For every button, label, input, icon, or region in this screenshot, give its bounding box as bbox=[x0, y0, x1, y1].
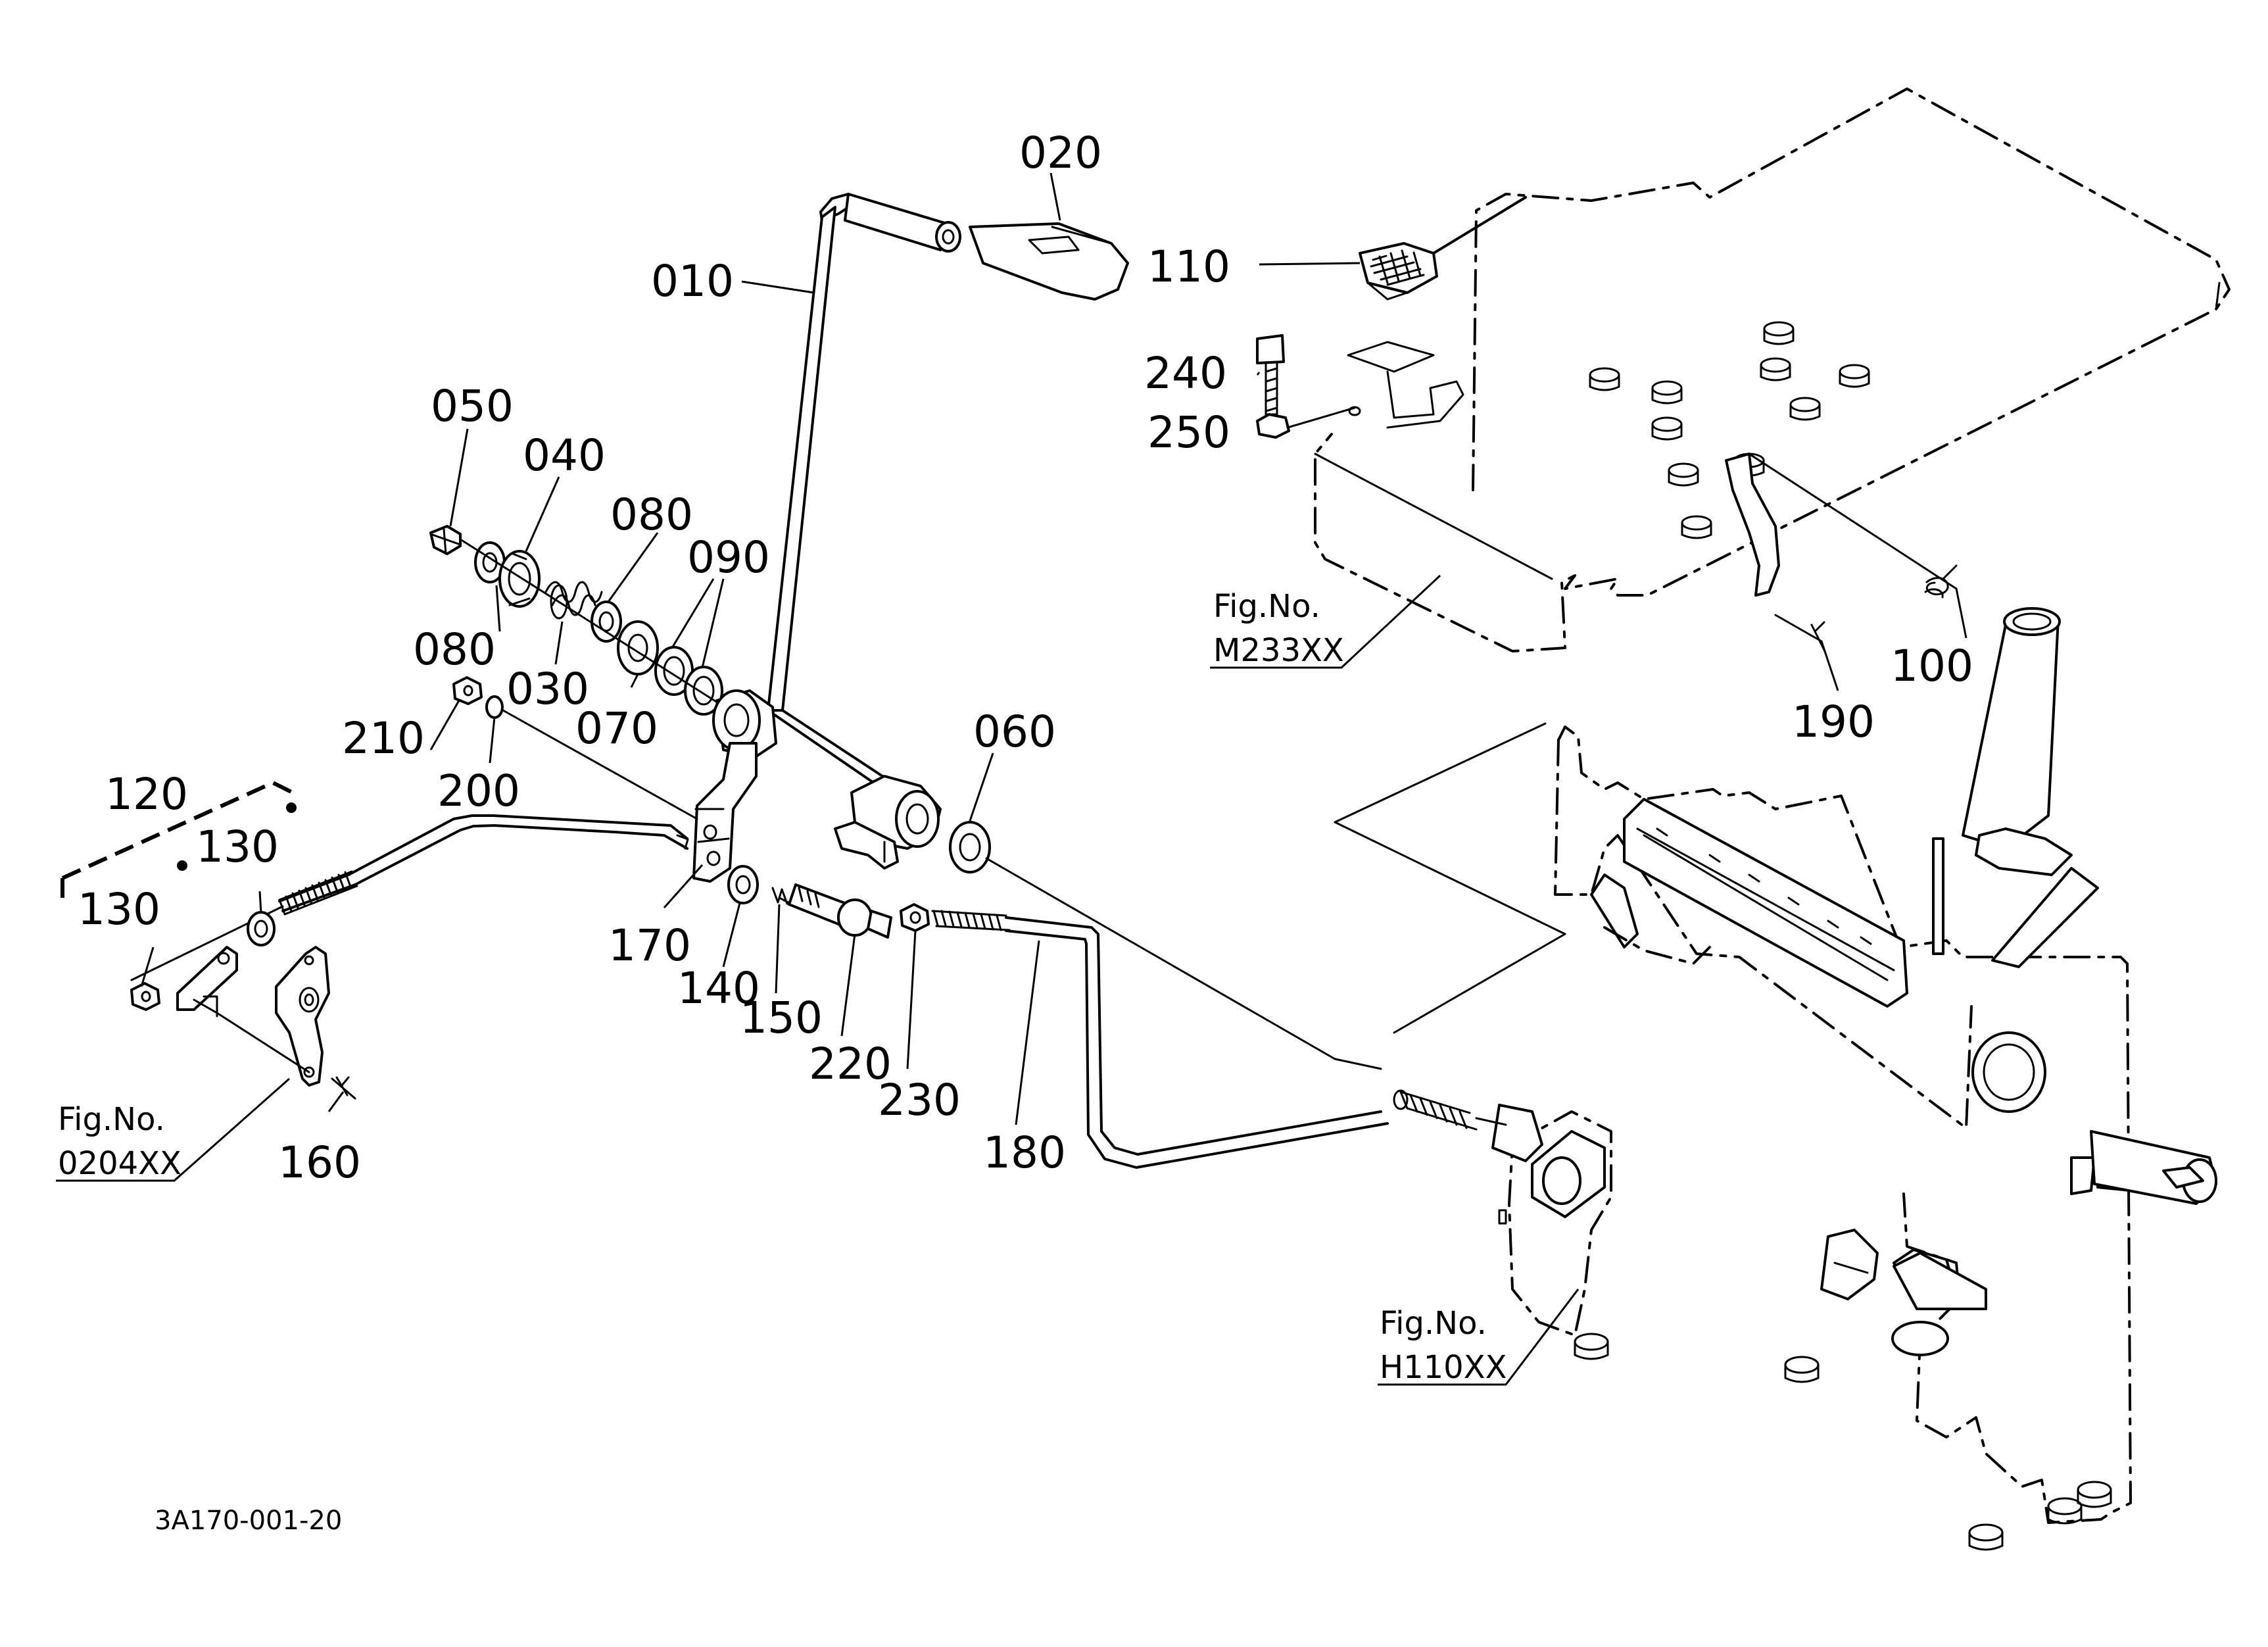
washer-stack-drawing bbox=[429, 525, 731, 716]
lever-plate-drawing bbox=[216, 946, 356, 1100]
part-label-240: 240 bbox=[1144, 348, 1227, 399]
part-label-190: 190 bbox=[1792, 697, 1875, 747]
part-label-060: 060 bbox=[973, 706, 1056, 757]
spring-lever-drawing bbox=[1725, 453, 1958, 652]
part-label-030: 030 bbox=[506, 664, 589, 714]
part-label-020: 020 bbox=[1019, 128, 1102, 178]
part-label-160: 160 bbox=[278, 1137, 361, 1188]
figure-references: Fig.No. M233XX Fig.No. 0204XX Fig.No. H1… bbox=[58, 588, 1507, 1386]
fig-ref-h110-code: H110XX bbox=[1380, 1349, 1507, 1386]
part-label-050: 050 bbox=[431, 381, 514, 431]
part-label-170: 170 bbox=[608, 920, 691, 971]
control-rod-drawing bbox=[60, 780, 689, 1018]
part-label-110: 110 bbox=[1147, 241, 1230, 292]
part-label-040: 040 bbox=[523, 430, 606, 481]
part-label-150: 150 bbox=[740, 993, 823, 1043]
part-label-180: 180 bbox=[983, 1127, 1066, 1178]
drawing-code: 3A170-001-20 bbox=[155, 1506, 342, 1536]
part-label-090: 090 bbox=[687, 532, 770, 583]
nut-washer-drawing bbox=[452, 676, 698, 820]
part-label-100: 100 bbox=[1891, 641, 1973, 691]
part-label-130-lower: 130 bbox=[78, 884, 160, 935]
pedal-pad-drawing bbox=[1359, 196, 1527, 301]
lever-bracket-drawing bbox=[692, 689, 777, 883]
linkage-rod-drawing bbox=[727, 865, 1389, 1169]
part-label-220: 220 bbox=[809, 1039, 892, 1089]
fig-ref-m233-code: M233XX bbox=[1213, 632, 1344, 669]
part-label-250: 250 bbox=[1147, 407, 1230, 458]
bolt-drawing bbox=[1256, 334, 1356, 439]
part-label-080-upper: 080 bbox=[610, 489, 693, 540]
part-label-140: 140 bbox=[677, 963, 760, 1014]
fig-ref-h110-prefix: Fig.No. bbox=[1380, 1305, 1487, 1342]
part-label-080-lower: 080 bbox=[413, 624, 496, 675]
part-label-210: 210 bbox=[342, 713, 425, 764]
part-label-200: 200 bbox=[437, 766, 520, 816]
fig-ref-m233-prefix: Fig.No. bbox=[1213, 588, 1320, 625]
part-label-070: 070 bbox=[575, 703, 658, 754]
main-lever-drawing bbox=[767, 193, 1129, 800]
frame-drawing bbox=[1334, 607, 2217, 1551]
part-label-230: 230 bbox=[878, 1075, 961, 1125]
fig-ref-0204-code: 0204XX bbox=[58, 1145, 181, 1182]
pivot-holder-drawing bbox=[834, 775, 1382, 1070]
fig-ref-0204-prefix: Fig.No. bbox=[58, 1101, 165, 1138]
part-label-120: 120 bbox=[105, 769, 188, 820]
part-labels: 020 010 110 240 250 050 040 080 090 080 … bbox=[78, 128, 1973, 1188]
part-label-130-upper: 130 bbox=[196, 822, 279, 872]
part-label-010: 010 bbox=[651, 256, 734, 307]
leader-lines bbox=[56, 172, 1967, 1386]
